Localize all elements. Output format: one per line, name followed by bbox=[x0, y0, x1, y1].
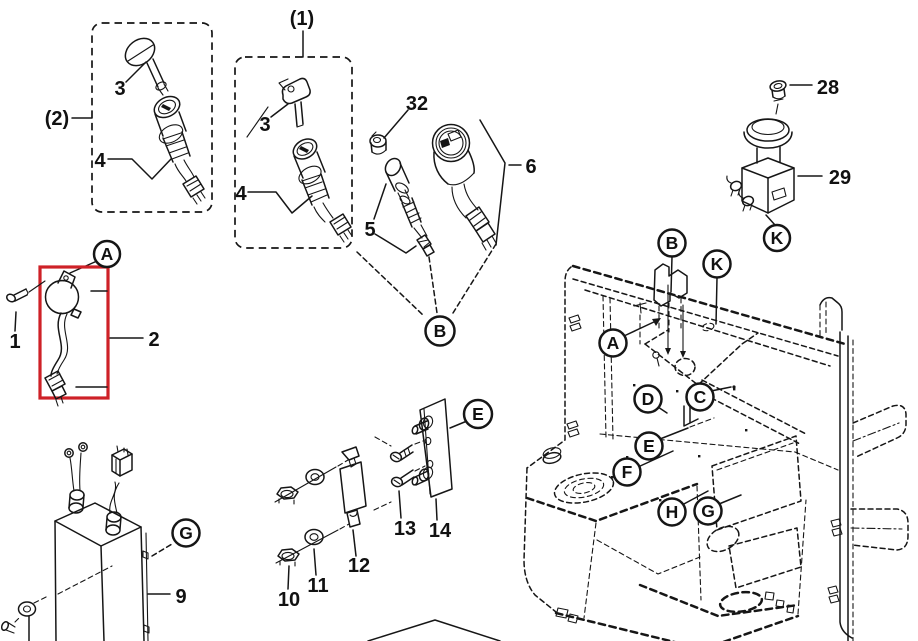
callout-G-battery: G bbox=[171, 518, 201, 548]
part-label-28: 28 bbox=[817, 77, 839, 99]
callout-C-body-letter: C bbox=[694, 387, 707, 407]
hex-nut-lower bbox=[277, 548, 300, 567]
key-illustration-group-2 bbox=[124, 37, 169, 96]
callout-A-horn-letter: A bbox=[101, 244, 114, 264]
callout-B-switchgroup: B bbox=[424, 315, 456, 347]
horn-illustration bbox=[44, 270, 82, 407]
panel-clip-lower bbox=[566, 420, 580, 438]
part-label-2: 2 bbox=[148, 329, 159, 351]
battery-terminal-left bbox=[64, 442, 88, 514]
part-label-cylinder-g1: 4 bbox=[235, 183, 247, 205]
callout-leader-lines bbox=[623, 256, 742, 506]
tub-corner-cap bbox=[542, 451, 562, 465]
panel-clip-upper bbox=[568, 314, 582, 332]
part-label-12: 12 bbox=[348, 555, 370, 577]
part-label-1: 1 bbox=[9, 331, 20, 353]
callout-G-battery-letter: G bbox=[179, 523, 193, 543]
group-2-label: (2) bbox=[45, 108, 69, 130]
bottom-cover-outline bbox=[367, 619, 501, 641]
part-label-14: 14 bbox=[429, 520, 452, 542]
part-label-key-g1: 3 bbox=[259, 114, 270, 136]
horn-assembly: 1 2 bbox=[5, 260, 160, 407]
contactor-mounting-parts: 10 11 12 bbox=[274, 398, 468, 611]
leader-lines-to-B bbox=[356, 243, 497, 317]
callout-A-horn: A bbox=[92, 239, 122, 269]
switch-terminals bbox=[726, 175, 755, 212]
part-label-29: 29 bbox=[829, 167, 851, 189]
mast-clip-lower bbox=[827, 585, 840, 604]
terminal-block-part-14 bbox=[411, 398, 453, 498]
steering-ring bbox=[553, 472, 615, 504]
oval-opening-mid bbox=[706, 525, 740, 553]
inner-platform-upper bbox=[711, 435, 802, 531]
inner-platform-lower bbox=[728, 527, 802, 589]
highlight-box-part-2 bbox=[38, 265, 110, 400]
part-label-9: 9 bbox=[175, 586, 186, 608]
mast-clip-upper bbox=[830, 518, 843, 537]
fork-arm-lower bbox=[850, 508, 909, 551]
callout-K-body: K bbox=[702, 249, 732, 279]
battery-mount-washer bbox=[0, 595, 49, 641]
callout-H-body: H bbox=[657, 497, 687, 527]
lock-cylinder-illustration-group-2 bbox=[153, 95, 206, 205]
callout-E-body: E bbox=[634, 431, 664, 461]
battery-part-9: 9 bbox=[0, 442, 187, 641]
washer-lower bbox=[304, 528, 324, 546]
key-switch-assembly-group-2: (2) 3 4 bbox=[45, 22, 213, 213]
group-1-label: (1) bbox=[290, 8, 314, 30]
part-label-cylinder-g2: 4 bbox=[94, 150, 106, 172]
rivet-dots bbox=[611, 384, 748, 502]
callout-A-body: A bbox=[598, 328, 628, 358]
key-illustration-group-1 bbox=[278, 77, 311, 128]
callout-D-body: D bbox=[633, 384, 663, 414]
callout-E-terminalblock: E bbox=[462, 398, 494, 430]
part-label-10: 10 bbox=[278, 589, 300, 611]
callout-B-switchgroup-letter: B bbox=[434, 321, 447, 341]
oval-opening-bottom bbox=[718, 590, 764, 614]
part-label-5: 5 bbox=[364, 219, 375, 241]
callout-B-body: B bbox=[657, 228, 687, 258]
callout-F-body: F bbox=[612, 457, 642, 487]
callout-B-body-letter: B bbox=[666, 233, 679, 253]
terminal-screws-part-13 bbox=[373, 436, 426, 511]
callout-D-body-letter: D bbox=[642, 389, 655, 409]
battery-terminal-right bbox=[105, 445, 133, 536]
callout-K-body-letter: K bbox=[711, 254, 724, 274]
machine-body-outline bbox=[523, 263, 909, 641]
callout-H-body-letter: H bbox=[666, 502, 679, 522]
sensor-part-5: 5 bbox=[364, 157, 435, 257]
lock-cylinder-illustration-group-1 bbox=[292, 138, 353, 243]
callout-A-body-letter: A bbox=[607, 333, 620, 353]
dashed-box-group-2 bbox=[91, 22, 213, 213]
button-screw-part-28: 28 bbox=[769, 77, 839, 115]
callout-G-body: G bbox=[693, 496, 723, 526]
part-label-32: 32 bbox=[406, 93, 428, 115]
push-button-switch-part-29: 29 bbox=[726, 118, 851, 226]
callout-E-terminalblock-letter: E bbox=[472, 404, 484, 424]
callout-E-body-letter: E bbox=[643, 436, 655, 456]
part-label-6: 6 bbox=[525, 156, 536, 178]
fork-arm-upper bbox=[852, 404, 907, 458]
callout-C-body: C bbox=[685, 382, 715, 412]
part-label-13: 13 bbox=[394, 518, 416, 540]
fuse-link-part-12 bbox=[339, 446, 367, 528]
hex-nut-upper bbox=[276, 486, 299, 505]
part-label-11: 11 bbox=[307, 575, 328, 597]
callout-K-switch: K bbox=[762, 223, 792, 253]
horn-screw-part-1 bbox=[5, 280, 46, 303]
callout-F-body-letter: F bbox=[622, 462, 633, 482]
mount-plate-under-B bbox=[652, 263, 688, 367]
callout-G-body-letter: G bbox=[701, 501, 715, 521]
key-switch-assembly-group-1: (1) 3 4 bbox=[234, 8, 353, 249]
part-label-key-g2: 3 bbox=[114, 78, 125, 100]
panel-hole bbox=[674, 357, 696, 377]
callout-K-switch-letter: K bbox=[771, 228, 784, 248]
hour-meter-part-6: 6 bbox=[431, 119, 537, 251]
grommet-part-32: 32 bbox=[369, 93, 428, 155]
